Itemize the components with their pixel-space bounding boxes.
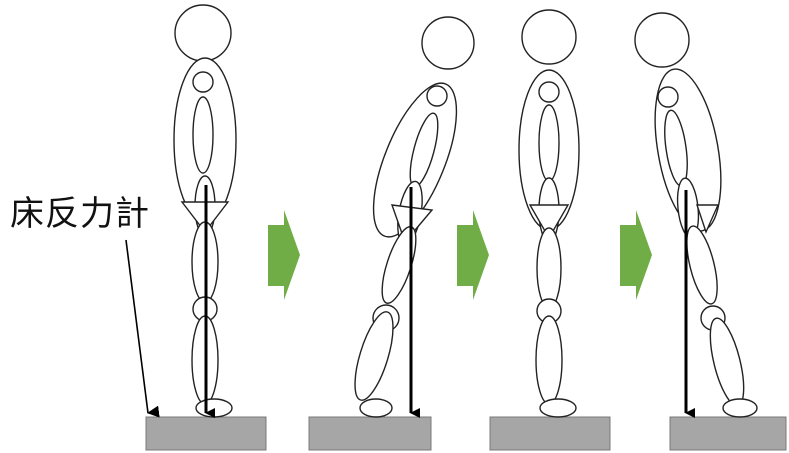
foot xyxy=(195,398,233,418)
label-pointer-arrow xyxy=(125,239,160,418)
upper-arm xyxy=(192,96,214,174)
foot xyxy=(722,398,758,418)
shoulder xyxy=(426,85,448,107)
shoulder xyxy=(657,86,679,108)
figure-leaning-1 xyxy=(354,16,475,418)
figure-standing-1 xyxy=(173,4,237,418)
force-plate-4 xyxy=(669,416,787,451)
shoulder xyxy=(192,71,214,93)
shoulder xyxy=(538,81,560,103)
shank xyxy=(535,315,563,405)
figure-leaning-2 xyxy=(634,12,758,418)
thigh xyxy=(686,225,718,305)
transition-arrow-3 xyxy=(620,210,652,300)
transition-arrow-2 xyxy=(457,210,489,300)
figure-standing-2 xyxy=(518,9,580,418)
trunk xyxy=(654,68,722,232)
shank xyxy=(354,311,394,401)
hand xyxy=(696,204,720,234)
upper-arm xyxy=(538,104,560,182)
head xyxy=(521,9,577,65)
force-plate-2 xyxy=(308,416,432,451)
head xyxy=(174,4,232,62)
force-plate-3 xyxy=(489,416,611,451)
hand xyxy=(528,204,570,240)
foot xyxy=(359,398,393,418)
force-plate-1 xyxy=(145,416,267,451)
thigh xyxy=(536,227,562,309)
force-plate-label: 床反力計 xyxy=(10,194,150,234)
transition-arrow-1 xyxy=(268,210,300,300)
shank xyxy=(709,317,745,407)
head xyxy=(421,16,475,70)
foot xyxy=(539,398,577,418)
head xyxy=(634,12,690,68)
